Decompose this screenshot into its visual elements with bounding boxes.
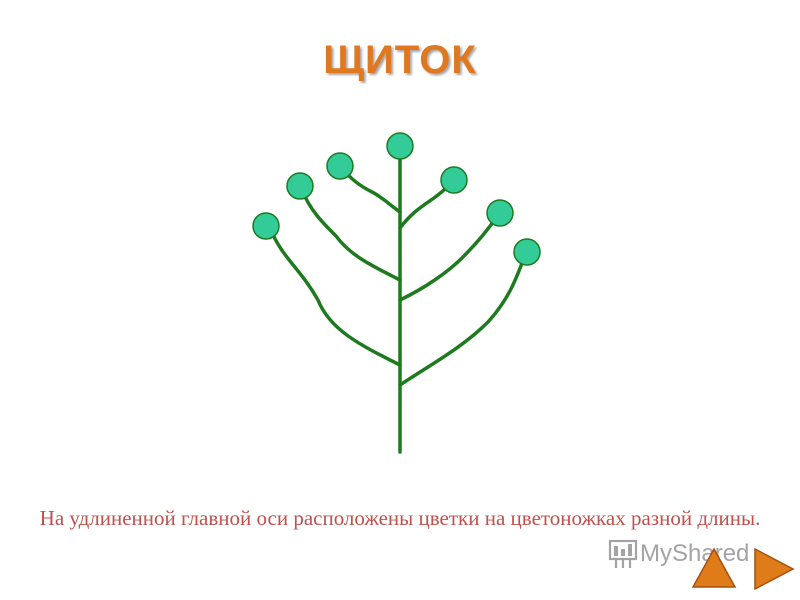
presentation-board-icon bbox=[608, 539, 638, 568]
flower-top bbox=[386, 132, 414, 160]
slide-title: ЩИТОК bbox=[323, 38, 477, 82]
flower-inner-right bbox=[440, 166, 468, 194]
pedicel-far-left bbox=[268, 226, 402, 367]
pedicel-inner-left bbox=[342, 168, 402, 214]
nav-back-button[interactable] bbox=[690, 546, 738, 590]
nav-next-button[interactable] bbox=[752, 546, 796, 592]
flower-inner-left bbox=[326, 152, 354, 180]
watermark: MyShared bbox=[606, 536, 749, 572]
flower-far-left bbox=[252, 212, 280, 240]
flower-left bbox=[286, 172, 314, 200]
slide-caption: На удлиненной главной оси расположены цв… bbox=[39, 506, 761, 530]
pedicel-far-right bbox=[398, 253, 527, 387]
pedicel-right bbox=[398, 213, 500, 302]
pedicel-left bbox=[300, 188, 402, 282]
watermark-text: MyShared bbox=[640, 540, 750, 567]
triangle-right-icon bbox=[754, 547, 795, 591]
flower-far-right bbox=[513, 238, 541, 266]
flower-right bbox=[486, 199, 514, 227]
triangle-up-icon bbox=[691, 547, 737, 588]
